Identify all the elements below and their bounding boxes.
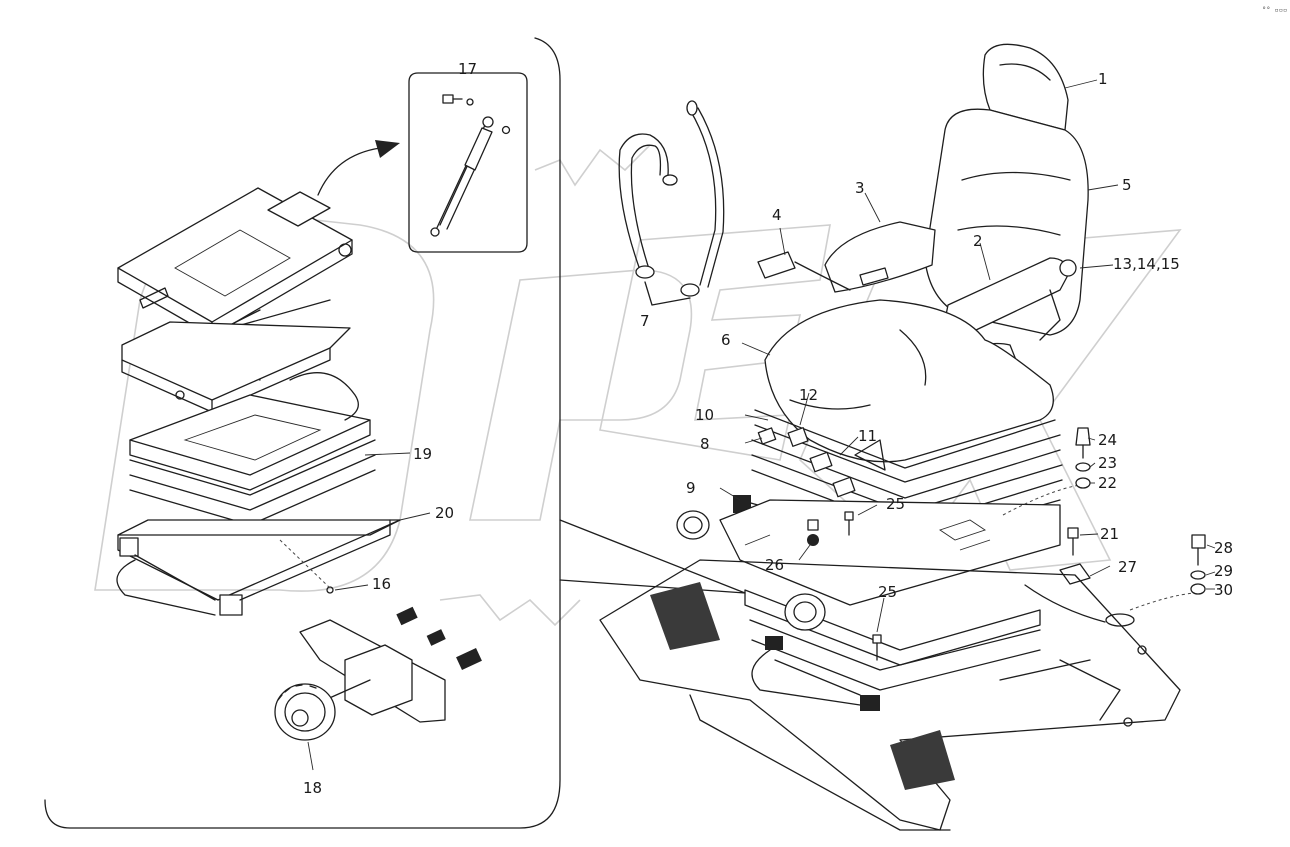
callout-16: 16 <box>372 575 391 593</box>
callout-24: 24 <box>1098 431 1117 449</box>
callout-12: 12 <box>799 386 818 404</box>
callout-30: 30 <box>1214 581 1233 599</box>
callout-8: 8 <box>700 435 710 453</box>
callout-25-lower: 25 <box>878 583 897 601</box>
callout-18: 18 <box>303 779 322 797</box>
seat-assembly <box>599 43 1196 831</box>
callout-21: 21 <box>1100 525 1119 543</box>
callout-28: 28 <box>1214 539 1233 557</box>
callout-4: 4 <box>772 206 782 224</box>
ground-cables <box>618 100 725 306</box>
callout-20: 20 <box>435 504 454 522</box>
callout-27: 27 <box>1118 558 1137 576</box>
callout-7: 7 <box>640 312 650 330</box>
callout-25-upper: 25 <box>886 495 905 513</box>
callout-labels: 1 2 3 4 5 6 7 8 9 10 11 12 13,14,15 16 1… <box>303 6 1287 797</box>
detail-pointer <box>559 519 746 594</box>
callout-23: 23 <box>1098 454 1117 472</box>
callout-9: 9 <box>686 479 696 497</box>
callout-6: 6 <box>721 331 731 349</box>
callout-29: 29 <box>1214 562 1233 580</box>
detail-arrow <box>317 147 381 196</box>
callout-10: 10 <box>695 406 714 424</box>
detail-arrowhead <box>375 140 400 158</box>
leader-lines <box>307 79 1216 771</box>
callout-1: 1 <box>1098 70 1108 88</box>
detail-panel-border <box>44 37 561 829</box>
callout-17: 17 <box>458 60 477 78</box>
fasteners <box>807 427 1206 661</box>
callout-22: 22 <box>1098 474 1117 492</box>
callout-11: 11 <box>858 427 877 445</box>
callout-26: 26 <box>765 556 784 574</box>
callout-5: 5 <box>1122 176 1132 194</box>
suspension-exploded-view <box>116 187 401 616</box>
callout-2: 2 <box>973 232 983 250</box>
callout-19: 19 <box>413 445 432 463</box>
callout-13-14-15: 13,14,15 <box>1113 255 1180 273</box>
corner-mark: °° ▫▫▫ <box>1262 6 1287 14</box>
callout-3: 3 <box>855 179 865 197</box>
height-adjust-knob <box>274 606 482 741</box>
gas-spring-detail <box>408 72 528 253</box>
